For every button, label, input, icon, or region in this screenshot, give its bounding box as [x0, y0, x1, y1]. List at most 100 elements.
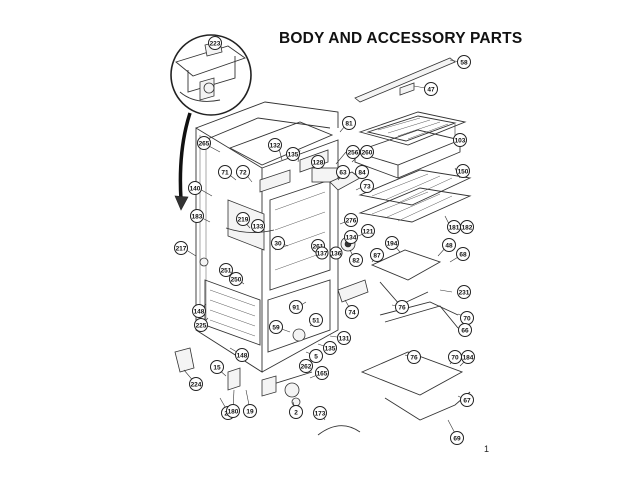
callout-223: 223	[208, 36, 222, 50]
svg-text:181: 181	[449, 225, 460, 232]
svg-text:103: 103	[455, 138, 466, 145]
svg-text:132: 132	[270, 143, 281, 150]
svg-text:74: 74	[348, 310, 356, 317]
callout-135: 135	[286, 147, 300, 161]
callout-48: 48	[442, 238, 456, 252]
callout-121: 121	[361, 224, 375, 238]
svg-text:30: 30	[274, 241, 282, 248]
callout-217: 217	[174, 241, 188, 255]
svg-text:194: 194	[387, 241, 398, 248]
callout-194: 194	[385, 236, 399, 250]
callout-137: 137	[315, 246, 329, 260]
svg-text:82: 82	[352, 258, 360, 265]
callout-72: 72	[236, 165, 250, 179]
svg-text:133: 133	[253, 224, 264, 231]
callout-135b: 135	[323, 341, 337, 355]
callout-15: 15	[210, 360, 224, 374]
svg-text:70: 70	[463, 316, 471, 323]
callout-51: 51	[309, 313, 323, 327]
callout-184: 184	[461, 350, 475, 364]
callout-173: 173	[313, 406, 327, 420]
callout-148: 148	[192, 304, 206, 318]
svg-text:76: 76	[398, 305, 406, 312]
svg-text:150: 150	[458, 169, 469, 176]
callout-66: 66	[458, 323, 472, 337]
svg-text:66: 66	[461, 328, 469, 335]
svg-text:219: 219	[238, 217, 249, 224]
callout-74: 74	[345, 305, 359, 319]
callout-5: 5	[309, 349, 323, 363]
svg-text:276: 276	[346, 218, 357, 225]
svg-text:69: 69	[453, 436, 461, 443]
svg-text:71: 71	[221, 170, 229, 177]
svg-text:134: 134	[346, 235, 357, 242]
svg-text:19: 19	[246, 409, 254, 416]
svg-text:131: 131	[339, 336, 350, 343]
callout-91: 91	[289, 300, 303, 314]
svg-text:137: 137	[317, 251, 328, 258]
callout-81: 81	[342, 116, 356, 130]
svg-text:265: 265	[199, 141, 210, 148]
svg-text:87: 87	[373, 253, 381, 260]
callout-71: 71	[218, 165, 232, 179]
callout-225: 225	[194, 318, 208, 332]
callout-30: 30	[271, 236, 285, 250]
svg-text:48: 48	[445, 243, 453, 250]
callout-59: 59	[269, 320, 283, 334]
callout-76b: 76	[407, 350, 421, 364]
svg-text:184: 184	[463, 355, 474, 362]
callout-182: 182	[460, 220, 474, 234]
callout-150: 150	[456, 164, 470, 178]
callout-148b: 148	[235, 348, 249, 362]
svg-text:136: 136	[331, 251, 342, 258]
svg-text:47: 47	[427, 87, 435, 94]
callout-251: 251	[219, 263, 233, 277]
svg-text:223: 223	[210, 41, 221, 48]
svg-text:68: 68	[459, 252, 467, 259]
callout-219: 219	[236, 212, 250, 226]
callout-84: 84	[355, 165, 369, 179]
svg-text:51: 51	[312, 318, 320, 325]
callout-67: 67	[460, 393, 474, 407]
callout-181: 181	[447, 220, 461, 234]
svg-text:231: 231	[459, 290, 470, 297]
callout-132: 132	[268, 138, 282, 152]
svg-text:256: 256	[348, 150, 359, 157]
page-title: BODY AND ACCESSORY PARTS	[279, 30, 523, 47]
svg-text:70: 70	[451, 355, 459, 362]
callout-260: 260	[360, 145, 374, 159]
svg-text:72: 72	[239, 170, 247, 177]
callout-69: 69	[450, 431, 464, 445]
callout-82: 82	[349, 253, 363, 267]
svg-text:148: 148	[194, 309, 205, 316]
callout-47: 47	[424, 82, 438, 96]
callout-262: 262	[299, 359, 313, 373]
svg-text:76: 76	[410, 355, 418, 362]
callout-131: 131	[337, 331, 351, 345]
callout-256: 256	[346, 145, 360, 159]
svg-text:135: 135	[288, 152, 299, 159]
svg-text:180: 180	[228, 409, 239, 416]
svg-text:2: 2	[294, 410, 298, 417]
svg-text:173: 173	[315, 411, 326, 418]
svg-text:58: 58	[460, 60, 468, 67]
magnified-detail-inset	[170, 34, 252, 211]
svg-text:67: 67	[463, 398, 471, 405]
svg-text:224: 224	[191, 382, 202, 389]
svg-text:59: 59	[272, 325, 280, 332]
callout-63: 63	[336, 165, 350, 179]
callout-276: 276	[344, 213, 358, 227]
callout-70b: 70	[448, 350, 462, 364]
callout-68: 68	[456, 247, 470, 261]
svg-text:262: 262	[301, 364, 312, 371]
svg-text:5: 5	[314, 354, 318, 361]
svg-text:250: 250	[231, 277, 242, 284]
svg-text:121: 121	[363, 229, 374, 236]
callout-136: 136	[329, 246, 343, 260]
svg-text:81: 81	[345, 121, 353, 128]
callout-165: 165	[315, 366, 329, 380]
callout-265: 265	[197, 136, 211, 150]
svg-text:182: 182	[462, 225, 473, 232]
svg-text:225: 225	[196, 323, 207, 330]
svg-text:15: 15	[213, 365, 221, 372]
